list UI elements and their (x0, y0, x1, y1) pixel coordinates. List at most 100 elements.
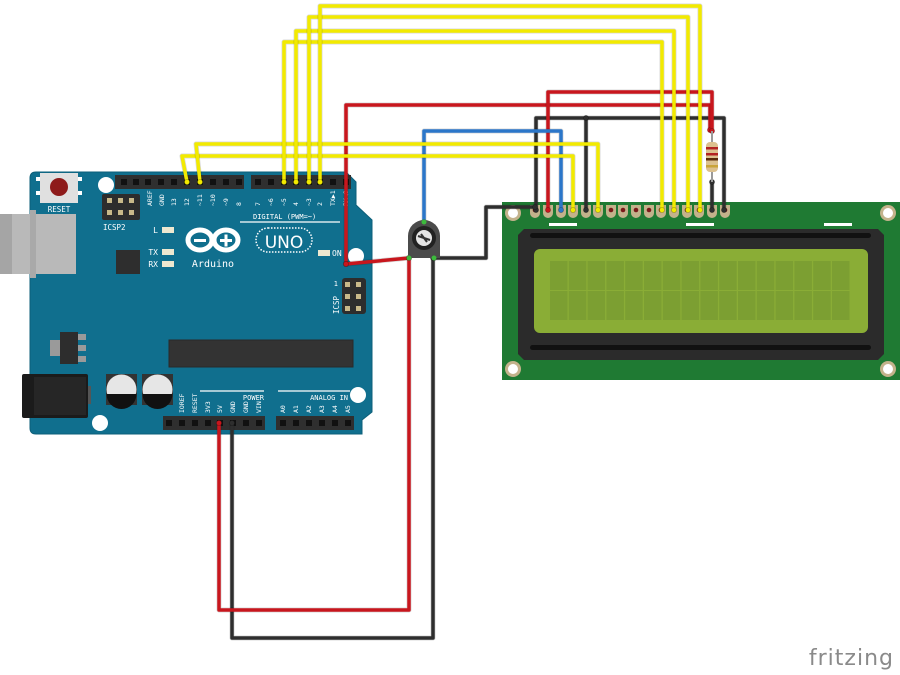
led-label-rx: RX (148, 260, 158, 269)
reset-label: RESET (48, 205, 71, 214)
voltage-regulator (50, 332, 86, 364)
power-header (163, 416, 265, 430)
icsp-pin1-label: 1 (334, 280, 338, 288)
header-pin (306, 420, 312, 426)
digital-pin-label: ~9 (222, 198, 230, 206)
analog-pin-label: A0 (279, 405, 287, 413)
lcd-16x2 (502, 202, 900, 380)
header-pin (293, 420, 299, 426)
digital-pin-label: ~3 (305, 198, 313, 206)
wire-endpoint (721, 206, 728, 213)
wire-endpoint (228, 419, 235, 426)
on-led (318, 250, 330, 256)
lcd-cell (832, 261, 850, 290)
lcd-cell (681, 291, 700, 320)
on-label: ON (332, 249, 342, 258)
lcd-cell (813, 291, 831, 320)
capacitor-2 (142, 374, 173, 410)
digital-pin-label: GND (158, 194, 166, 206)
header-pin (210, 179, 216, 185)
header-pin (345, 420, 351, 426)
digital-pin-label: 7 (254, 202, 262, 206)
icsp-header (342, 278, 366, 314)
wire-endpoint (280, 178, 287, 185)
wire-endpoint (583, 115, 590, 122)
analog-pin-label: A5 (344, 405, 352, 413)
power-pin-label: GND (229, 401, 237, 413)
digital-pin-label: ~10 (209, 194, 217, 206)
digital-pin-label: 8 (235, 202, 243, 206)
wire-arduino-5v-to-pot (217, 256, 411, 612)
potentiometer[interactable] (406, 219, 441, 261)
wire-endpoint (558, 206, 565, 213)
resistor (706, 131, 718, 182)
header-pin (223, 179, 229, 185)
brand-label: Arduino (192, 259, 234, 270)
arduino-uno-board: RESET ICSP2 L TX RX ON UNO (0, 171, 373, 435)
wire-pin5-to-lcd-d4 (282, 40, 664, 212)
lcd-cell (587, 261, 606, 290)
digital-pin-label: TX▶1 (329, 190, 337, 206)
icsp-label: ICSP (332, 295, 341, 314)
lcd-cell (606, 261, 624, 290)
model-label: UNO (265, 233, 304, 253)
wire-endpoint (215, 419, 222, 426)
lcd-cell (681, 261, 700, 290)
wire-pin3-to-lcd-d6-shadow (306, 14, 691, 213)
power-pin-label: 5V (216, 405, 224, 413)
wire-endpoint (697, 206, 704, 213)
lcd-pin-hole (633, 207, 639, 213)
lcd-cell (625, 261, 643, 290)
arduino-logo (185, 227, 313, 253)
lcd-cell (662, 261, 681, 290)
header-pin (330, 179, 336, 185)
header-pin (243, 420, 249, 426)
lcd-cell (775, 291, 794, 320)
reset-button[interactable] (36, 173, 82, 203)
lcd-cell (644, 291, 662, 320)
wire-pin4-to-lcd-d5 (294, 29, 676, 212)
analog-pin-label: A2 (305, 405, 313, 413)
analog-header (276, 416, 354, 430)
header-pin (332, 420, 338, 426)
mounting-hole (98, 177, 114, 193)
lcd-cell (794, 261, 812, 290)
mounting-hole (348, 248, 364, 264)
lcd-cell (568, 261, 587, 290)
wire-pot-wiper-to-lcd-v0 (422, 129, 563, 224)
mounting-hole (350, 387, 366, 403)
wire-endpoint (292, 178, 299, 185)
analog-pin-label: A1 (292, 405, 300, 413)
lcd-pin-hole (608, 207, 614, 213)
wire-endpoint (305, 178, 312, 185)
wire-endpoint (532, 203, 539, 210)
wire-endpoint (545, 206, 552, 213)
analog-pin-label: A4 (331, 405, 339, 413)
wire-endpoint (659, 206, 666, 213)
lcd-cell (587, 291, 606, 320)
header-pin (121, 179, 127, 185)
wire-endpoint (671, 206, 678, 213)
analog-label: ANALOG IN (310, 394, 348, 402)
arduino-pcb (29, 171, 373, 435)
fritzing-watermark: fritzing (808, 646, 894, 671)
wire-endpoint (316, 178, 323, 185)
lcd-cell (550, 261, 568, 290)
lcd-cell (719, 291, 737, 320)
wire-pin2-to-lcd-d7 (318, 4, 702, 212)
wire-endpoint (342, 260, 349, 267)
digital-pin-label: ~6 (267, 198, 275, 206)
power-pin-label: 3V3 (204, 401, 212, 413)
wire-ground-lcd-k-shadow (533, 115, 727, 213)
wire-pin2-to-lcd-d7-shadow (317, 3, 703, 213)
lcd-cell (606, 291, 624, 320)
header-pin (256, 420, 262, 426)
wire-pot-to-lcd-vss (432, 205, 537, 260)
usb-chip (116, 250, 140, 274)
wire-endpoint (595, 206, 602, 213)
wire-endpoint (570, 206, 577, 213)
lcd-cell (738, 291, 756, 320)
lcd-cell (700, 291, 718, 320)
digital-pin-label: 4 (292, 202, 300, 206)
